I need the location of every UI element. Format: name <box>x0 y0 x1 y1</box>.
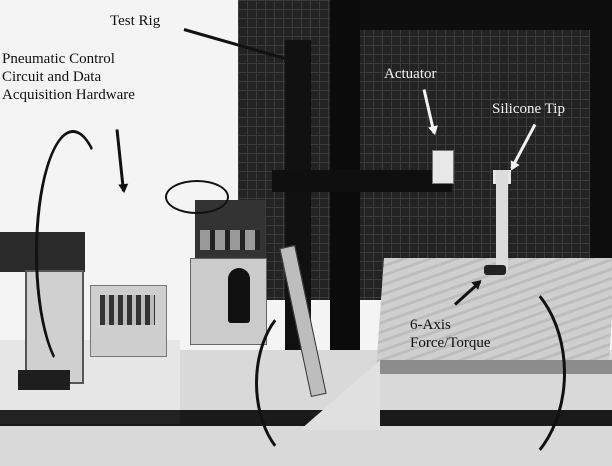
psu-cable-loop <box>228 268 250 323</box>
frame-right-column <box>590 20 612 270</box>
label-force-torque-sensor: 6-Axis Force/Torque <box>410 317 491 351</box>
cable <box>420 270 566 466</box>
cable <box>165 180 229 214</box>
cable <box>255 300 361 466</box>
actuator <box>432 150 454 184</box>
circuit-components <box>100 295 155 325</box>
frame-top-beam <box>340 0 612 30</box>
label-silicone-tip: Silicone Tip <box>492 101 565 117</box>
label-test-rig: Test Rig <box>110 13 161 29</box>
manifold-foot <box>18 370 70 390</box>
label-pneumatic-hardware: Pneumatic Control Circuit and Data Acqui… <box>2 51 135 103</box>
cable <box>35 130 111 376</box>
label-actuator: Actuator <box>384 66 437 82</box>
valve-connectors <box>200 230 260 250</box>
silicone-tip <box>496 170 508 270</box>
rig-arm <box>272 170 452 192</box>
